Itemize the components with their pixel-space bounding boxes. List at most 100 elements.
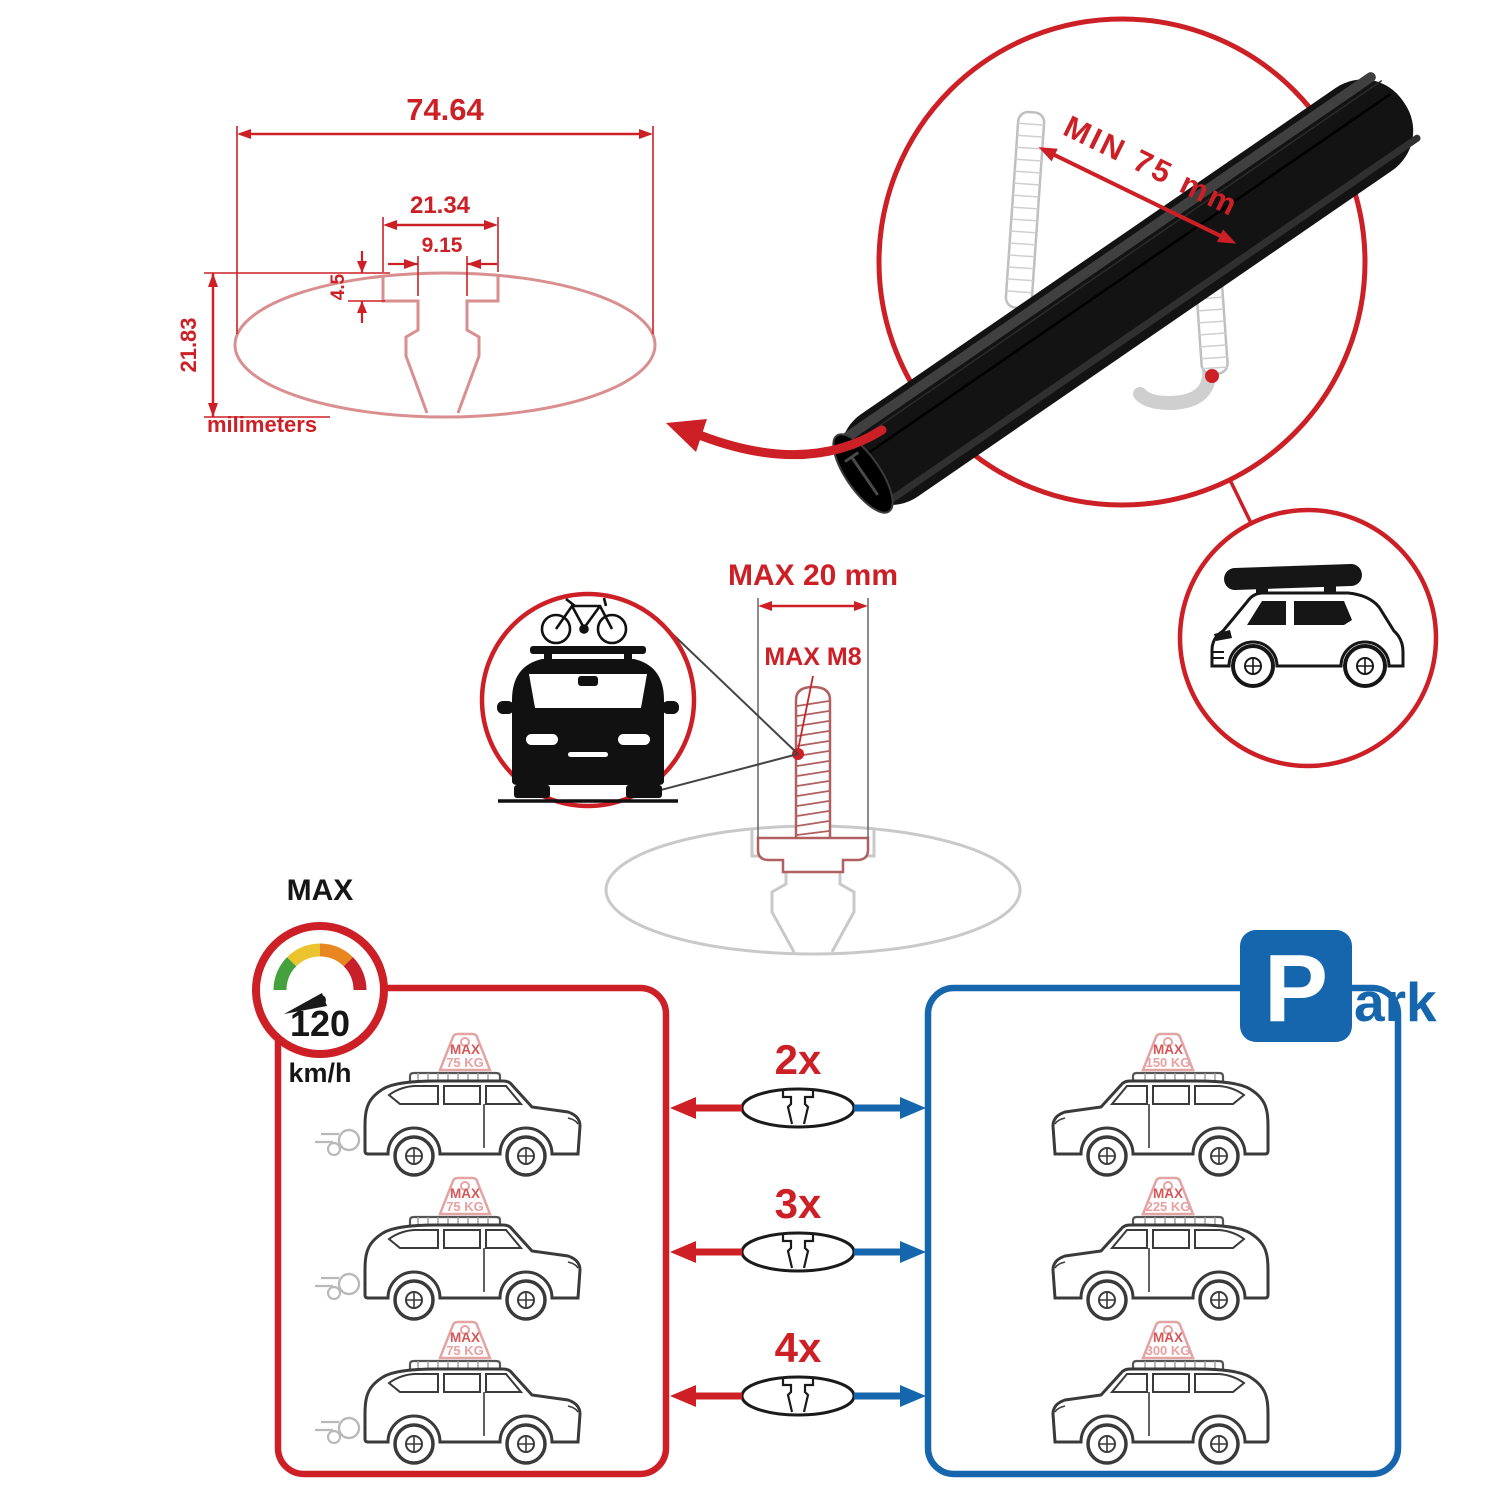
dim-total-width — [236, 126, 654, 334]
dim-total-height-label: 21.83 — [176, 317, 201, 372]
load-badge-value: 150 KG — [1146, 1055, 1191, 1070]
load-badge-value: 300 KG — [1146, 1343, 1191, 1358]
motion-swirl — [313, 1416, 361, 1445]
dim-channel-outer-label: 21.34 — [410, 192, 471, 219]
gauge-needle — [284, 993, 327, 1014]
arrow-to-parking-head — [900, 1385, 926, 1407]
gauge-pivot — [316, 995, 326, 1005]
load-badge-value: 75 KG — [446, 1343, 484, 1358]
bolt-t-head — [756, 836, 870, 874]
speedometer-circle — [252, 922, 388, 1058]
speed-units: km/h — [288, 1058, 351, 1088]
bolt-threads — [796, 700, 830, 836]
crossbar-detail-view: MIN 75 mm — [666, 16, 1421, 514]
bike-car-bubble — [479, 591, 799, 809]
bubble-connector-line — [1228, 479, 1253, 524]
gray-profile-right — [830, 829, 876, 953]
rearview-mirror — [578, 676, 598, 686]
suv-grille — [1212, 651, 1224, 659]
arrow-to-driving-head — [670, 1241, 696, 1263]
profile-channel-right — [456, 276, 500, 414]
profile-callout-arrowhead — [666, 419, 707, 452]
suv-front-wheel — [1231, 644, 1275, 688]
parked-car-1: MAX 150 KG — [1051, 1032, 1270, 1177]
park-sign-letter: P — [1264, 935, 1328, 1042]
arrow-to-driving-head — [670, 1385, 696, 1407]
side-mirror-left — [497, 701, 514, 714]
profile-ellipse — [233, 271, 657, 419]
driving-car-1: MAX 75 KG — [313, 1032, 582, 1177]
callout-line-upper — [660, 622, 799, 755]
load-badge-label: MAX — [1153, 1042, 1183, 1057]
t-bolt — [756, 685, 870, 874]
profile-callout-arrow — [697, 425, 887, 459]
motion-swirl — [313, 1128, 361, 1157]
bolt-dimension-view: MAX 20 mm MAX M8 — [604, 559, 1022, 956]
quantity-label: 4x — [775, 1324, 822, 1371]
bar-option-row-2: 3x — [670, 1180, 926, 1273]
suv-windows — [1247, 601, 1352, 625]
parking-panel-border — [924, 984, 1402, 1478]
arrow-to-parking-head — [900, 1097, 926, 1119]
crossbar-bar — [832, 72, 1421, 514]
load-badge-value: 225 KG — [1146, 1199, 1191, 1214]
driving-panel: MAX 75 KG MAX 75 KG MAX 75 KG — [313, 1032, 582, 1465]
max-head-width-label: MAX 20 mm — [728, 559, 898, 592]
quantity-label: 2x — [775, 1036, 822, 1083]
quantity-label: 3x — [775, 1180, 822, 1227]
clamp-strap-hook — [1133, 361, 1217, 411]
roof-box-mount — [1324, 584, 1336, 592]
parking-panel: MAX 150 KG MAX 225 KG MAX 300 KG — [1051, 1032, 1270, 1465]
speed-limit-badge: MAX 120 km/h — [252, 874, 388, 1088]
park-sign-suffix: ark — [1354, 971, 1437, 1033]
dim-total-width-label: 74.64 — [406, 92, 484, 127]
speedometer-gauge — [273, 943, 367, 991]
roof-box-mount — [1256, 586, 1268, 594]
roof-rack-bar — [530, 646, 646, 654]
arrow-to-driving-head — [670, 1097, 696, 1119]
dim-bolt-head-width — [757, 598, 869, 838]
roofbox-car-bubble — [1177, 479, 1439, 769]
speed-max-label: MAX — [287, 874, 354, 907]
load-badge-label: MAX — [1153, 1186, 1183, 1201]
load-badge-label: MAX — [450, 1186, 480, 1201]
suv-rear-wheel — [1343, 644, 1387, 688]
motion-swirl — [313, 1272, 361, 1301]
driving-panel-border — [274, 984, 670, 1478]
profile-dimension-diagram: 74.64 21.34 9.15 4.5 — [176, 92, 657, 437]
dim-lip-depth-label: 4.5 — [328, 273, 349, 300]
side-mirror-right — [662, 701, 679, 714]
thread-leader-line — [797, 675, 814, 751]
bike-icon — [540, 597, 628, 645]
tire-right — [626, 785, 662, 798]
park-sign-square — [1240, 930, 1352, 1042]
suv-headlight — [1214, 630, 1232, 641]
strap-marker-dot — [1205, 369, 1219, 383]
clamp-strap-upper — [1004, 110, 1046, 310]
crossbar-profile-icon — [740, 1231, 856, 1273]
parked-car-3: MAX 300 KG — [1051, 1320, 1270, 1465]
grille-slat — [568, 752, 608, 757]
arrow-to-parking-head — [900, 1241, 926, 1263]
windshield — [529, 674, 647, 708]
driving-car-2: MAX 75 KG — [313, 1176, 582, 1321]
load-badge-label: MAX — [450, 1042, 480, 1057]
parked-car-2: MAX 225 KG — [1051, 1176, 1270, 1321]
roof-box — [1224, 563, 1362, 591]
speed-value: 120 — [290, 1003, 350, 1044]
dim-channel-outer — [382, 217, 499, 272]
headlight-left — [526, 734, 558, 745]
rack-foot — [624, 654, 632, 660]
crossbar-profile-icon — [740, 1375, 856, 1417]
load-badge-value: 75 KG — [446, 1055, 484, 1070]
driving-car-3: MAX 75 KG — [313, 1320, 582, 1465]
load-badge-label: MAX — [450, 1330, 480, 1345]
max-thread-label: MAX M8 — [764, 643, 861, 671]
load-badge-label: MAX — [1153, 1330, 1183, 1345]
crossbar-profile-icon — [740, 1087, 856, 1129]
bar-option-row-3: 4x — [670, 1324, 926, 1417]
gray-profile-left — [750, 829, 796, 953]
profile-channel-left — [381, 276, 429, 414]
